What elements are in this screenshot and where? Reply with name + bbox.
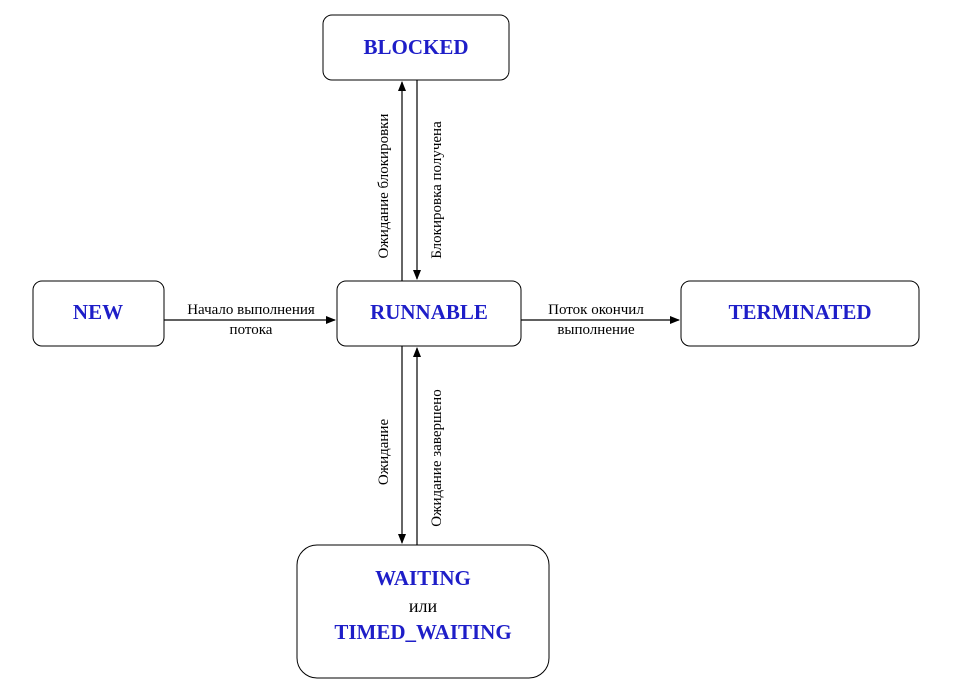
node-waiting-or-label: или <box>409 596 438 616</box>
node-runnable-label: RUNNABLE <box>370 300 488 324</box>
node-timed-waiting-label: TIMED_WAITING <box>334 620 511 644</box>
edge-runnable-to-blocked: Ожидание блокировки <box>376 81 406 281</box>
edge-blocked-to-runnable-label: Блокировка получена <box>429 121 445 259</box>
node-terminated: TERMINATED <box>680 280 920 347</box>
node-waiting-label: WAITING <box>375 566 471 590</box>
node-new-label: NEW <box>73 300 123 324</box>
node-blocked-box <box>322 14 510 81</box>
edge-runnable-to-waiting: Ожидание <box>376 346 406 544</box>
node-blocked: BLOCKED <box>322 14 510 81</box>
node-new: NEW <box>32 280 165 347</box>
node-blocked-label: BLOCKED <box>363 35 468 59</box>
edge-new-to-runnable-label-1: Начало выполнения <box>187 302 315 318</box>
edge-runnable-to-terminated: Поток окончил выполнение <box>521 302 680 338</box>
edge-blocked-to-runnable: Блокировка получена <box>413 80 445 280</box>
edge-runnable-to-terminated-label-2: выполнение <box>557 322 635 338</box>
node-runnable: RUNNABLE <box>336 280 522 347</box>
node-waiting: WAITING или TIMED_WAITING <box>296 544 550 679</box>
node-waiting-box <box>296 544 550 679</box>
edge-runnable-to-terminated-label-1: Поток окончил <box>548 302 644 318</box>
edge-runnable-to-waiting-label: Ожидание <box>376 419 392 486</box>
edge-runnable-to-blocked-label: Ожидание блокировки <box>376 114 392 259</box>
node-terminated-label: TERMINATED <box>728 300 871 324</box>
node-runnable-box <box>336 280 522 347</box>
node-new-box <box>32 280 165 347</box>
edge-new-to-runnable-label-2: потока <box>230 322 273 338</box>
edge-new-to-runnable: Начало выполнения потока <box>164 302 336 338</box>
node-terminated-box <box>680 280 920 347</box>
edge-waiting-to-runnable-label: Ожидание завершено <box>429 389 445 526</box>
edge-waiting-to-runnable: Ожидание завершено <box>413 347 445 545</box>
